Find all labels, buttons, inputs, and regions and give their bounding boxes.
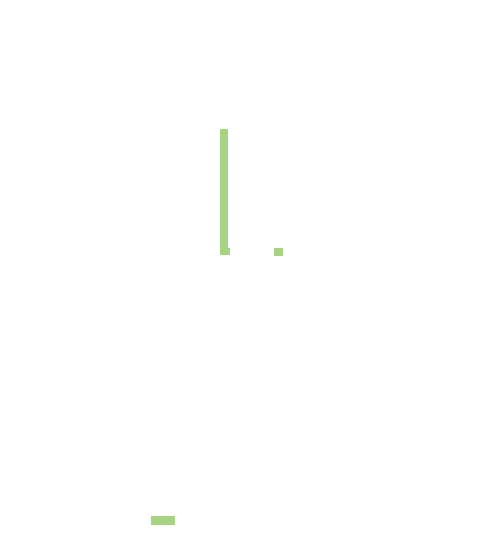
vertical-bar-foot-mark xyxy=(226,248,230,255)
square-dot-mark xyxy=(274,248,283,256)
horizontal-dash-mark xyxy=(151,516,175,525)
vertical-bar-mark xyxy=(220,129,228,255)
